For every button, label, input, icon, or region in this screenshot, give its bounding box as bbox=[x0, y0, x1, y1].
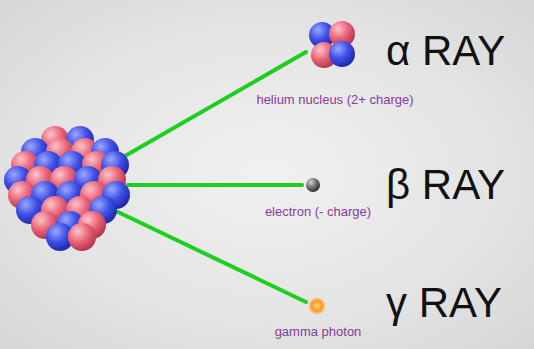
gamma-photon bbox=[308, 297, 326, 315]
ray-label: β RAY bbox=[386, 160, 505, 210]
particle-node: electron (- charge) bbox=[263, 176, 374, 220]
particle-caption: electron (- charge) bbox=[263, 204, 374, 220]
helium-nucleus bbox=[309, 21, 355, 68]
ray-lines bbox=[118, 52, 306, 302]
ray-label: α RAY bbox=[386, 26, 505, 76]
nucleus bbox=[4, 126, 130, 251]
particle-node: gamma photon bbox=[273, 296, 364, 340]
particle-caption: gamma photon bbox=[273, 324, 364, 340]
ray-label: γ RAY bbox=[386, 278, 502, 328]
electron bbox=[306, 178, 320, 192]
particle-caption: helium nucleus (2+ charge) bbox=[254, 92, 416, 108]
